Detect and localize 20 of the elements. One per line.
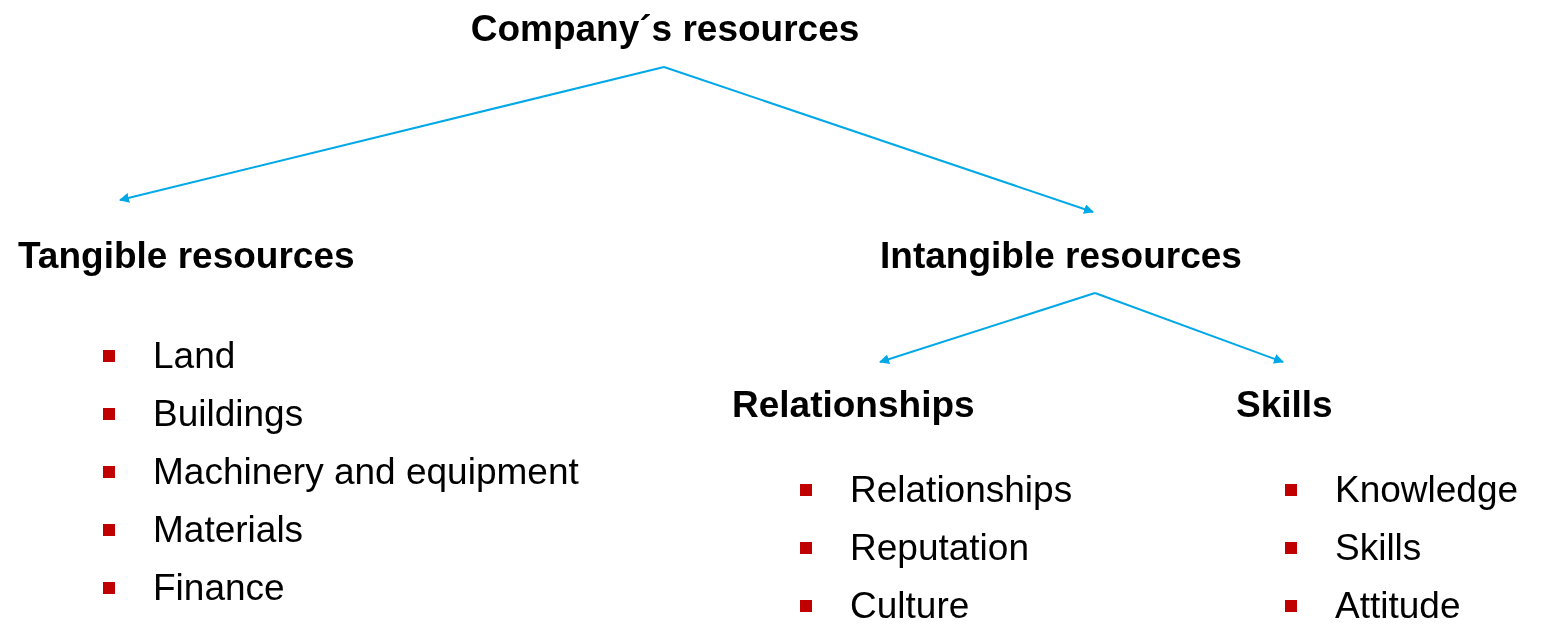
arrow — [119, 66, 665, 203]
arrow — [879, 292, 1096, 364]
category-heading: Relationships — [732, 384, 975, 426]
list-item: Attitude — [1335, 584, 1461, 628]
list-item: Machinery and equipment — [153, 450, 579, 494]
list-item: Materials — [153, 508, 304, 552]
list-item: Reputation — [850, 526, 1029, 570]
list-item: Skills — [1335, 526, 1422, 570]
list-item: Land — [153, 334, 236, 378]
title-heading: Company´s resources — [470, 8, 860, 50]
list-item: Buildings — [153, 392, 304, 436]
list-item: Finance — [153, 566, 285, 610]
category-heading: Tangible resources — [18, 235, 355, 277]
arrow — [663, 66, 1094, 214]
list-item: Relationships — [850, 468, 1073, 512]
list-item: Knowledge — [1335, 468, 1519, 512]
category-heading: Skills — [1236, 384, 1333, 426]
category-heading: Intangible resources — [880, 235, 1242, 277]
list-item: Culture — [850, 584, 970, 628]
arrow — [1094, 292, 1284, 364]
